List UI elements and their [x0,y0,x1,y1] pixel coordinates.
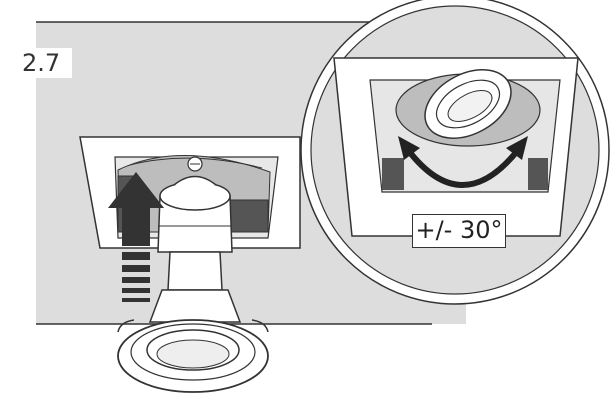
rotation-arc-arrow-icon [398,136,528,188]
detail-magnifier [300,0,610,305]
lamp-bulb [148,175,242,323]
tilt-angle-label: +/- 30° [412,214,506,248]
push-up-arrow-icon [108,172,164,302]
trim-ring [117,319,269,393]
step-number: 2.7 [20,48,72,78]
